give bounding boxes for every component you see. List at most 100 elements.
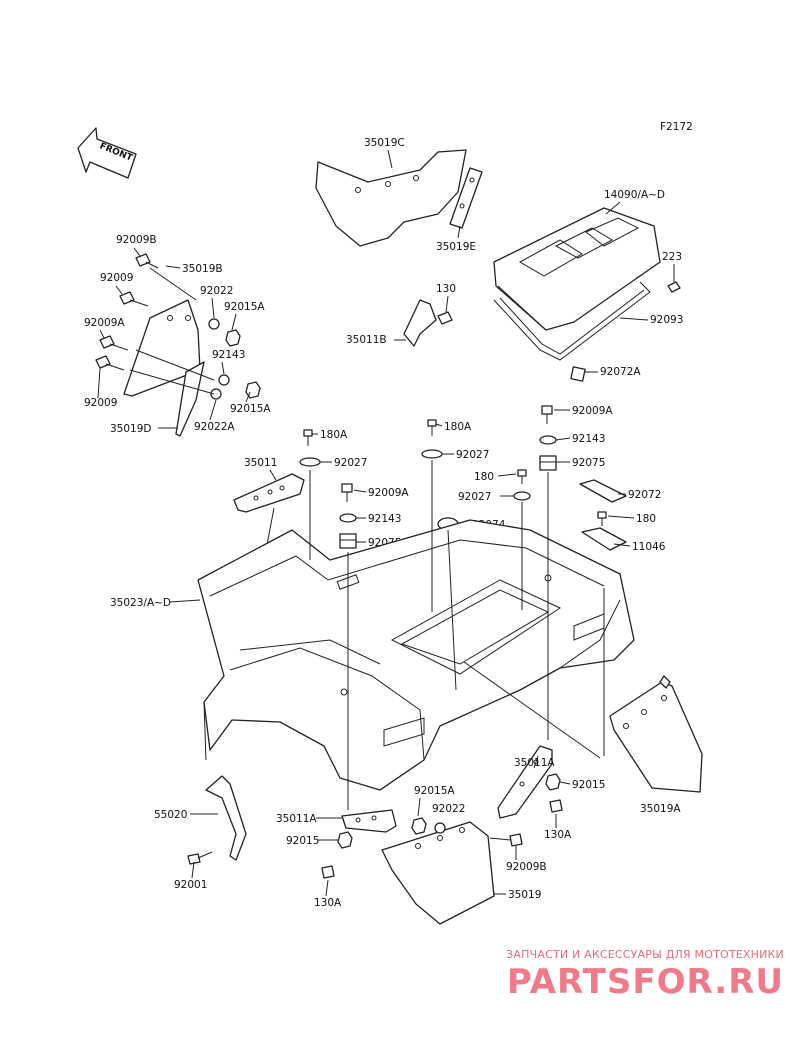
bracket-35011b [403,299,453,347]
label-35011a-left: 35011A [276,813,317,825]
bolt-92009a-mid [341,483,353,502]
label-14090: 14090/A~D [604,189,665,201]
label-35023: 35023/A~D [110,597,171,609]
guard-35019d [175,361,205,437]
bracket-11046 [581,527,627,551]
bolt-180a-b [427,419,437,436]
label-92143-mid: 92143 [368,513,401,525]
bracket-35011 [233,473,305,513]
bracket-55020 [205,775,247,861]
label-92072a: 92072A [600,366,641,378]
label-92015a-bottom: 92015A [414,785,455,797]
label-92022-bottom: 92022 [432,803,465,815]
label-92022: 92022 [200,285,233,297]
label-92072: 92072 [628,489,661,501]
label-92009a-left: 92009A [84,317,125,329]
label-92009a-right: 92009A [572,405,613,417]
label-92001: 92001 [174,879,207,891]
watermark-tagline: ЗАПЧАСТИ И АКСЕССУАРЫ ДЛЯ МОТОТЕХНИКИ [506,948,784,961]
label-92022a: 92022A [194,421,235,433]
label-92093: 92093 [650,314,683,326]
washer-92143-right [539,435,557,445]
label-92015-right: 92015 [572,779,605,791]
washer-92022a [210,388,222,400]
washer-92022-bottom [434,822,446,834]
bolt-92009a-left [99,335,129,351]
strip-35019e [449,167,483,229]
label-92015-left: 92015 [286,835,319,847]
bolt-92009-b [95,355,125,371]
label-130a-left: 130A [314,897,342,909]
bolt-92009-a [119,291,149,307]
bolt-92001 [187,851,213,865]
label-35019b: 35019B [182,263,223,275]
bracket-35011a-right [497,745,553,819]
label-92015a-a: 92015A [224,301,265,313]
screw-223 [667,281,681,293]
label-92027-b: 92027 [456,449,489,461]
pad-92072a [570,366,586,382]
label-35011b: 35011B [346,334,387,346]
rear-fender-35023 [197,519,635,791]
front-arrow-icon: FRONT [77,127,137,179]
label-92027-a: 92027 [334,457,367,469]
bolt-180-b [597,511,607,526]
collar-92027-a [299,457,321,467]
label-130-top: 130 [436,283,456,295]
label-35019c: 35019C [364,137,405,149]
bolt-92009b-bottom [489,833,523,847]
label-92009b-top: 92009B [116,234,157,246]
nut-92015-right [545,773,561,791]
band-92093 [493,281,651,361]
mudflap-35019a [609,675,703,793]
bolt-180a-a [303,429,313,446]
label-180a-b: 180A [444,421,472,433]
label-92143-right: 92143 [572,433,605,445]
label-92075-right: 92075 [572,457,605,469]
collar-92027-c [513,491,531,501]
label-92009-b: 92009 [84,397,117,409]
label-35019d: 35019D [110,423,152,435]
label-223: 223 [662,251,682,263]
label-11046: 11046 [632,541,666,553]
washer-92022 [208,318,220,330]
collar-92027-b [421,449,443,459]
washer-92143-mid [339,513,357,523]
watermark-brand: PARTSFOR.RU [506,962,784,1002]
label-35011: 35011 [244,457,277,469]
label-35011a-right: 35011A [514,757,555,769]
nut-92015a-a [225,329,241,347]
label-55020: 55020 [154,809,187,821]
bolt-92009a-right [541,405,553,424]
figure-code: F2172 [660,121,693,133]
label-92009-a: 92009 [100,272,133,284]
nut-92015a-bottom [411,817,427,835]
label-130a-right: 130A [544,829,572,841]
label-92027-c: 92027 [458,491,491,503]
strap-92072 [579,479,627,503]
bolt-92009b-top [135,253,159,269]
label-180: 180 [474,471,494,483]
washer-92143-left [218,374,230,386]
label-35019e: 35019E [436,241,476,253]
cover-14090 [493,207,661,331]
bracket-35011a-left [341,809,397,833]
label-35019: 35019 [508,889,541,901]
label-180a-a: 180A [320,429,348,441]
mudflap-35019 [381,821,495,925]
bolt-130a-right [549,799,563,813]
bolt-180 [517,469,527,484]
label-35019a: 35019A [640,803,681,815]
grommet-92075-mid [339,533,357,549]
bolt-130a-left [321,865,335,879]
label-92143-left: 92143 [212,349,245,361]
grommet-92075-right [539,455,557,471]
label-92009a-mid: 92009A [368,487,409,499]
label-180-b: 180 [636,513,656,525]
nut-92015-left [337,831,353,849]
label-92009b-bottom: 92009B [506,861,547,873]
label-92015a-b: 92015A [230,403,271,415]
cover-35019c [315,149,467,247]
